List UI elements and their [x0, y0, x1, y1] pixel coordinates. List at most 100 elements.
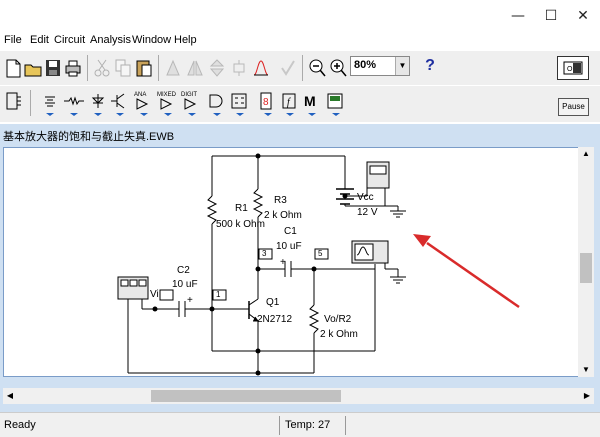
mixed-ics-bin-button[interactable]: MIXED [156, 88, 178, 116]
menu-file[interactable]: File [4, 34, 22, 46]
annotation-arrow-head [413, 234, 431, 247]
analog-ics-bin-button[interactable]: ANA [132, 88, 154, 116]
scroll-left-arrow[interactable]: ◀ [6, 391, 14, 400]
scroll-down-arrow[interactable]: ▼ [582, 365, 590, 374]
open-folder-icon [24, 64, 42, 77]
digital-ic-icon: DIGIT [181, 92, 197, 116]
flip-vertical-button[interactable] [207, 57, 227, 79]
help-button[interactable]: ? [425, 57, 435, 74]
copy-icon [115, 59, 131, 77]
zoom-out-button[interactable] [307, 57, 327, 79]
svg-text:8: 8 [263, 97, 269, 108]
toolbar-divider [158, 55, 159, 81]
status-divider [279, 416, 280, 435]
menu-circuit[interactable]: Circuit [54, 34, 86, 46]
menu-edit[interactable]: Edit [30, 34, 49, 46]
transistors-bin-button[interactable] [108, 90, 128, 116]
junction-dot [342, 193, 348, 199]
diodes-bin-button[interactable] [86, 90, 106, 116]
logic-gates-bin-button[interactable] [205, 90, 225, 116]
c2-label: C2 [177, 265, 190, 276]
digital-ics-bin-button[interactable]: DIGIT [180, 88, 202, 116]
miscellaneous-bin-button[interactable]: M [300, 90, 320, 116]
node-3-label: 3 [262, 249, 267, 258]
menu-help[interactable]: Help [174, 34, 197, 46]
c1-value: 10 uF [276, 241, 302, 252]
r3-label: R3 [274, 195, 287, 206]
maximize-button[interactable]: ☐ [544, 8, 558, 24]
junction-dot [255, 266, 261, 272]
horizontal-scrollbar[interactable]: ◀ ▶ [3, 388, 594, 404]
digital-block-icon [231, 93, 247, 116]
graph-icon [253, 60, 269, 76]
minimize-button[interactable]: — [511, 8, 525, 24]
ro-value: 2 k Ohm [320, 329, 358, 340]
schematic-canvas[interactable]: R1 500 k Ohm R3 2 k Ohm C1 10 uF + C2 10… [3, 147, 594, 377]
battery-source-icon [45, 96, 55, 116]
print-button[interactable] [63, 57, 83, 79]
transistor-icon [111, 93, 125, 116]
check-icon [281, 60, 295, 76]
menu-window[interactable]: Window [132, 34, 172, 46]
copy-button[interactable] [113, 57, 133, 79]
chevron-down-icon[interactable]: ▼ [395, 57, 409, 75]
junction-dot [255, 370, 261, 376]
favorites-bin-icon [6, 92, 21, 110]
zoom-select[interactable]: 80% ▼ [350, 56, 410, 76]
zoom-in-icon [330, 59, 347, 77]
r1-resistor [206, 195, 218, 225]
close-button[interactable]: ✕ [577, 8, 589, 24]
r1-value: 500 k Ohm [216, 219, 265, 230]
controls-bin-button[interactable]: f [278, 90, 298, 116]
favorites-bin-button[interactable] [3, 90, 23, 112]
title-bar: — ☐ ✕ [0, 0, 600, 32]
save-disk-icon [46, 60, 60, 76]
q1-model: 2N2712 [257, 314, 293, 325]
display-indicator-icon: 8 [260, 92, 272, 116]
power-switch[interactable]: O [557, 56, 589, 80]
component-properties-button[interactable] [229, 57, 249, 79]
analysis-graphs-button[interactable] [278, 57, 298, 79]
annotation-arrow [426, 241, 520, 309]
basic-bin-button[interactable] [62, 90, 84, 116]
digital-bin-button[interactable] [228, 90, 248, 116]
printer-icon [65, 60, 81, 77]
sources-bin-button[interactable] [38, 90, 58, 116]
new-file-button[interactable] [3, 57, 23, 79]
indicators-bin-button[interactable]: 8 [256, 90, 276, 116]
create-subcircuit-button[interactable] [251, 57, 271, 79]
cut-button[interactable] [92, 57, 112, 79]
analog-ic-icon: ANA [134, 92, 149, 116]
new-file-icon [6, 59, 21, 78]
c2-value: 10 uF [172, 279, 198, 290]
svg-text:M: M [304, 93, 316, 109]
pause-button[interactable]: Pause [558, 98, 589, 116]
paste-button[interactable] [134, 57, 154, 79]
rotate-button[interactable] [163, 57, 183, 79]
r3-resistor [252, 188, 264, 218]
save-button[interactable] [43, 57, 63, 79]
diode-icon [91, 94, 105, 116]
scroll-right-arrow[interactable]: ▶ [583, 391, 591, 400]
vertical-scrollbar[interactable]: ▲ ▼ [578, 147, 594, 377]
document-title: 基本放大器的饱和与截止失真.EWB [3, 131, 175, 143]
instruments-bin-button[interactable] [324, 90, 344, 116]
horizontal-scroll-thumb[interactable] [151, 390, 341, 402]
power-switch-icon: O [563, 61, 583, 75]
vertical-scroll-thumb[interactable] [580, 253, 592, 283]
junction-dot [209, 306, 215, 312]
main-toolbar [0, 51, 600, 85]
c2-plus: + [187, 295, 193, 306]
status-ready: Ready [4, 419, 36, 431]
scroll-up-arrow[interactable]: ▲ [582, 149, 590, 158]
node-box-3 [258, 248, 273, 260]
junction-dot [255, 153, 261, 159]
svg-text:f: f [287, 97, 291, 108]
zoom-in-button[interactable] [328, 57, 348, 79]
vcc-label: Vcc [357, 192, 374, 203]
flip-horizontal-button[interactable] [185, 57, 205, 79]
menu-analysis[interactable]: Analysis [90, 34, 131, 46]
toolbar-divider [302, 55, 303, 81]
node-box-1 [212, 289, 227, 301]
open-file-button[interactable] [23, 57, 43, 79]
